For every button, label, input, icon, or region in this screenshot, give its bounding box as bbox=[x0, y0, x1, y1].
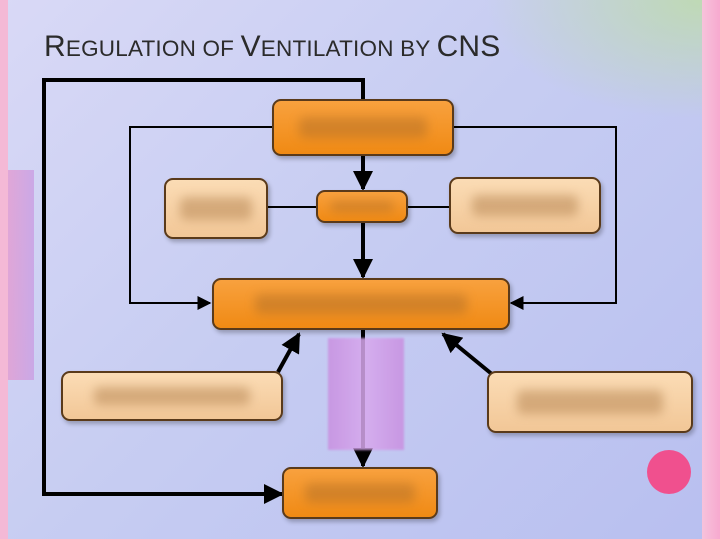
obscured-label bbox=[180, 197, 252, 220]
node-middle-right bbox=[449, 177, 601, 234]
obscured-label bbox=[93, 386, 251, 406]
corner-glow bbox=[482, 0, 702, 120]
left-decorative-edge bbox=[0, 0, 8, 539]
faded-overlay-panel bbox=[328, 338, 404, 450]
title-initial-r: R bbox=[44, 30, 66, 63]
obscured-label bbox=[298, 116, 428, 139]
obscured-label bbox=[471, 194, 579, 217]
title-word-regulation-of: egulation of bbox=[65, 36, 241, 61]
edge-lower-left-diagonal bbox=[276, 332, 301, 373]
obscured-label bbox=[330, 200, 394, 213]
pink-dot-decoration bbox=[647, 450, 691, 494]
node-lower-left bbox=[61, 371, 283, 421]
node-middle-small bbox=[316, 190, 408, 223]
node-lower-right bbox=[487, 371, 693, 433]
slide-title: Regulation of Ventilation by CNS bbox=[44, 30, 501, 64]
node-bottom-center bbox=[282, 467, 438, 519]
title-cns: CNS bbox=[436, 30, 501, 63]
node-central-wide bbox=[212, 278, 510, 330]
obscured-label bbox=[255, 294, 467, 314]
title-word-entilation-by: entilation by bbox=[260, 36, 437, 61]
edge-outer-loop bbox=[42, 78, 365, 504]
node-top-center bbox=[272, 99, 454, 156]
node-middle-left bbox=[164, 178, 268, 239]
title-initial-v: V bbox=[240, 30, 261, 63]
edge-lower-right-diagonal bbox=[441, 332, 495, 377]
edge-left-bracket bbox=[129, 126, 273, 310]
obscured-label bbox=[305, 483, 415, 503]
right-decorative-edge bbox=[702, 0, 720, 539]
edge-right-bracket bbox=[453, 126, 617, 310]
left-accent-bar bbox=[8, 170, 34, 380]
obscured-label bbox=[517, 390, 663, 414]
